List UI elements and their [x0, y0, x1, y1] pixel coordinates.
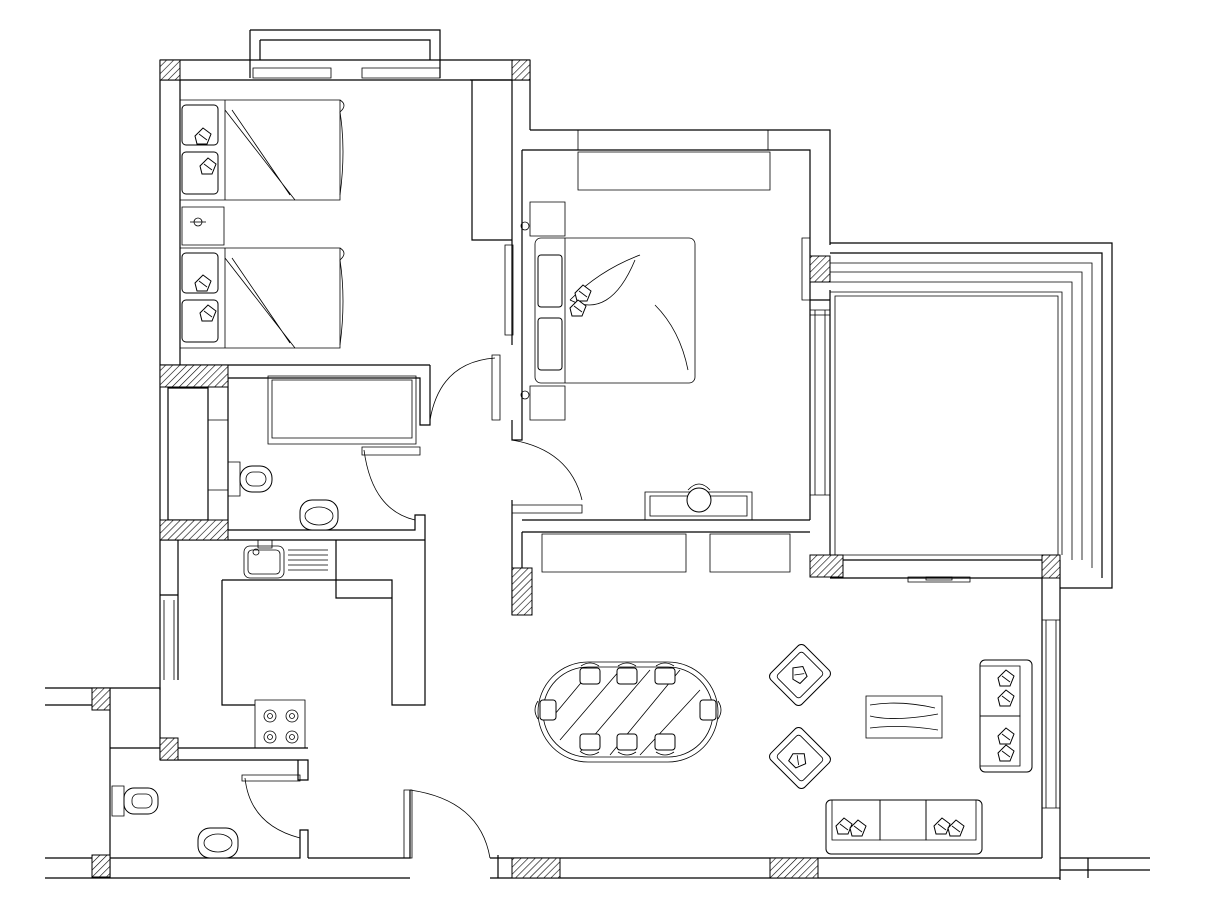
dining-chair-x8 — [534, 662, 722, 756]
kitchen-sink — [244, 540, 328, 578]
double-bed — [535, 238, 695, 383]
toilet — [228, 462, 272, 496]
nightstand — [521, 386, 565, 420]
chair-icon — [687, 484, 711, 512]
counter — [255, 700, 305, 748]
sink — [198, 828, 238, 858]
coffee-table — [866, 696, 942, 738]
door-swing-icon — [242, 238, 810, 858]
stove-burner-icon — [264, 710, 298, 743]
faucet-icon — [253, 549, 259, 555]
windows — [164, 310, 1060, 808]
nightstand — [521, 202, 565, 236]
nightstand — [182, 207, 224, 245]
sofa-3-seat — [826, 800, 982, 854]
twin-bed — [180, 100, 344, 200]
stove — [264, 710, 298, 743]
sofa-2-seat — [980, 660, 1032, 772]
sink — [300, 500, 338, 530]
toilet — [112, 786, 158, 816]
tv — [908, 577, 970, 582]
twin-bed — [180, 248, 344, 348]
armchair-x2 — [767, 642, 832, 790]
bathtub — [268, 376, 416, 444]
columns — [92, 60, 1060, 878]
